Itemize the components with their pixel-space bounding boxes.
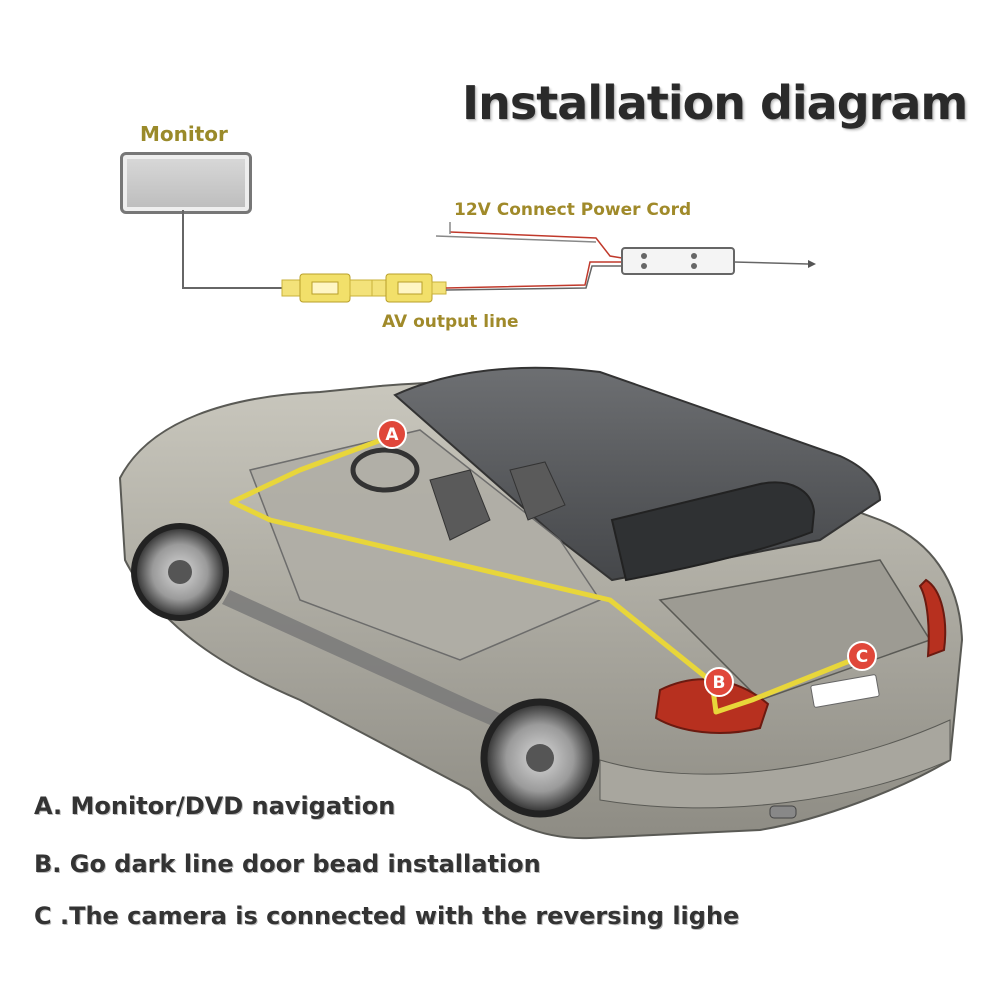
- av-output-cable: [445, 261, 622, 289]
- license-plate: [810, 674, 880, 708]
- camera-wiring-path: [229, 433, 863, 715]
- steering-wheel: [350, 447, 420, 493]
- av-output-label: AV output line: [382, 312, 519, 332]
- camera-module-icon: [621, 247, 816, 275]
- marker-a-label: A: [385, 425, 399, 445]
- left-taillight: [654, 678, 770, 734]
- diagram-title: Installation diagram: [462, 76, 968, 130]
- marker-c: [847, 641, 877, 671]
- power-cord-label: 12V Connect Power Cord: [454, 200, 692, 220]
- av-connector-left: [281, 273, 373, 303]
- right-taillight: [918, 578, 947, 658]
- monitor-icon: [120, 152, 252, 214]
- legend-item-a: A. Monitor/DVD navigation: [34, 792, 396, 820]
- legend-item-c: C .The camera is connected with the reve…: [34, 902, 740, 930]
- marker-a: [377, 419, 407, 449]
- power-cord: [449, 231, 623, 259]
- av-connector-right: [371, 273, 447, 303]
- monitor-cable: [182, 210, 282, 289]
- monitor-label: Monitor: [140, 122, 228, 146]
- marker-c-label: C: [856, 647, 868, 667]
- marker-b: [704, 667, 734, 697]
- legend-item-b: B. Go dark line door bead installation: [34, 850, 541, 878]
- marker-b-label: B: [713, 673, 726, 693]
